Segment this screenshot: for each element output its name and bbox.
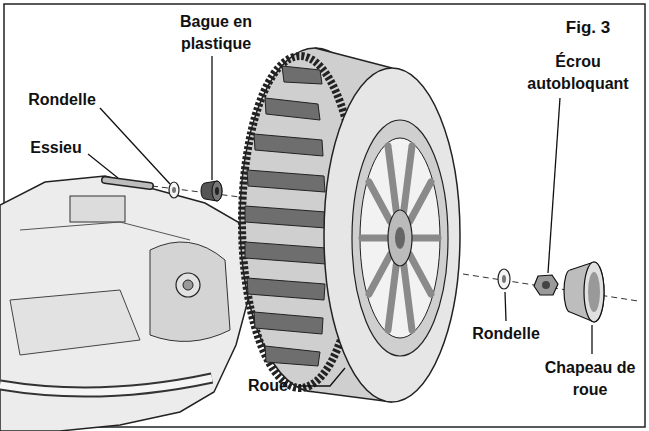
- vehicle-body: [0, 176, 252, 431]
- part-label: Chapeau de roue: [544, 357, 636, 401]
- wheel: [265, 346, 320, 366]
- wheel: [282, 66, 322, 84]
- wheel: [362, 235, 388, 242]
- wheel: [254, 312, 323, 334]
- vehicle-body: [0, 378, 212, 392]
- leader-line: [591, 325, 592, 354]
- vehicle-body: [0, 378, 212, 392]
- wheel: [265, 98, 320, 120]
- wheel: [412, 235, 438, 242]
- vehicle-body: [176, 273, 200, 297]
- wheel: [240, 48, 460, 402]
- vehicle-body: [183, 280, 193, 290]
- wheel: [245, 206, 326, 228]
- wheel: [324, 68, 460, 402]
- part-label: Bague en plastique: [166, 11, 266, 55]
- leader-line: [505, 292, 506, 321]
- wheel: [404, 265, 412, 330]
- wheel: [395, 227, 405, 249]
- wheel: [388, 265, 396, 330]
- part-label: Roue: [248, 375, 288, 397]
- wheel: [369, 255, 390, 295]
- wheel: [315, 48, 392, 68]
- figure-number: Fig. 3: [566, 17, 610, 39]
- part-label: Rondelle: [472, 323, 540, 345]
- vehicle-body: [0, 176, 252, 431]
- wheel: [245, 242, 326, 264]
- part-label: Écrou autobloquant: [517, 51, 639, 95]
- wheel: [352, 120, 448, 356]
- leader-line: [88, 56, 592, 386]
- axle: [105, 180, 150, 186]
- washer: [498, 269, 510, 289]
- center-axis-line: [463, 274, 638, 301]
- plastic-bushing: [201, 181, 222, 201]
- leader-line: [88, 154, 118, 178]
- wheel: [247, 278, 325, 300]
- washer: [169, 182, 179, 198]
- plastic-bushing: [215, 187, 219, 195]
- part-label: Rondelle: [28, 89, 96, 111]
- leader-line: [548, 98, 560, 273]
- wheel: [404, 146, 412, 211]
- lock-nut: [534, 275, 558, 295]
- hub-cap: [588, 272, 600, 312]
- hub-cap: [564, 262, 604, 322]
- vehicle-body: [150, 242, 230, 341]
- wheel: [410, 255, 431, 295]
- plastic-bushing: [201, 181, 222, 201]
- washer: [169, 182, 179, 198]
- part-label: Essieu: [30, 137, 82, 159]
- leader-line: [211, 56, 212, 180]
- leader-line: [298, 368, 345, 386]
- wheel: [254, 134, 323, 156]
- hub-cap: [584, 262, 604, 322]
- washer: [498, 269, 510, 289]
- wheel: [410, 182, 431, 222]
- wheel: [360, 138, 440, 338]
- wheel: [388, 146, 396, 211]
- washer: [502, 275, 506, 283]
- axle: [105, 180, 150, 186]
- lock-nut: [542, 281, 550, 289]
- center-axis-line: [152, 186, 240, 197]
- vehicle-body: [10, 290, 140, 355]
- washer: [172, 187, 176, 193]
- wheel: [247, 170, 325, 192]
- wheel: [369, 182, 390, 222]
- lock-nut: [534, 275, 558, 295]
- wheel: [362, 146, 438, 330]
- wheel: [388, 210, 412, 266]
- plastic-bushing: [212, 181, 222, 201]
- vehicle-body: [20, 222, 190, 240]
- axle: [105, 180, 150, 186]
- hub-cap: [564, 262, 604, 322]
- vehicle-body: [70, 196, 125, 222]
